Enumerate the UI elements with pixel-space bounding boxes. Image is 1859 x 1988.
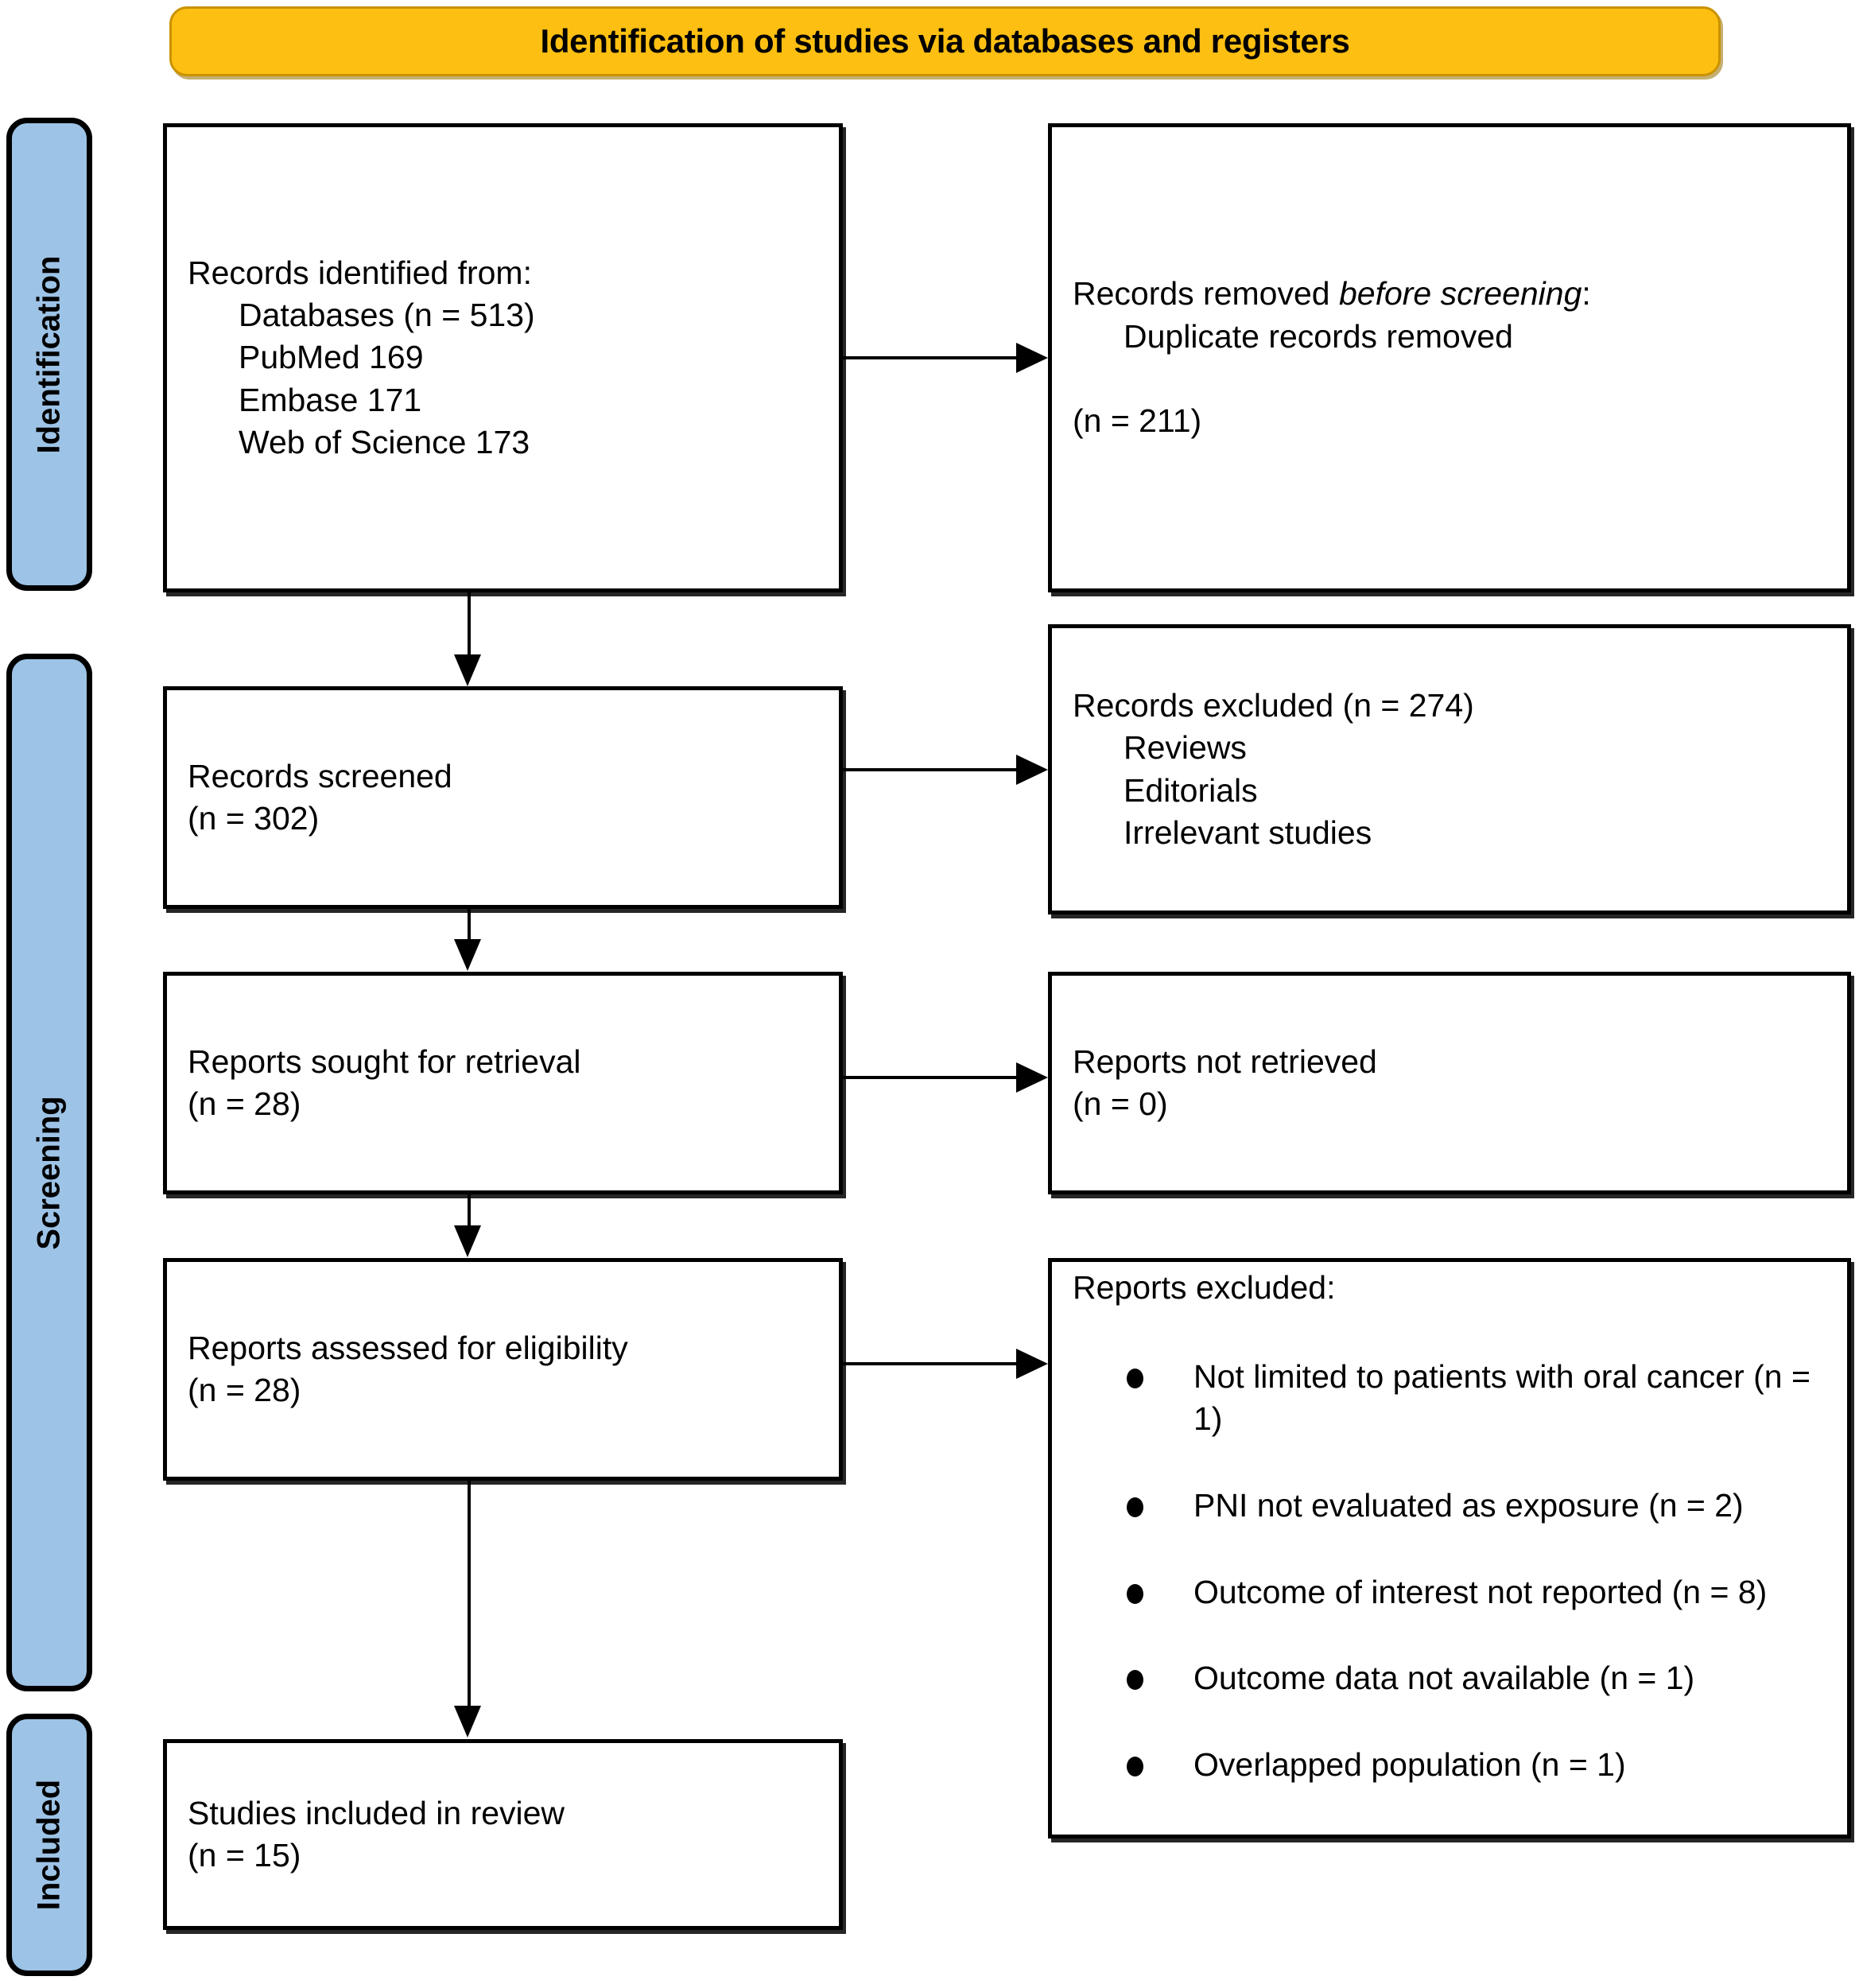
reason-text: Not limited to patients with oral cancer… <box>1193 1358 1810 1438</box>
arrowhead-down-icon <box>454 654 481 686</box>
records-excluded-heading: Records excluded (n = 274) <box>1073 686 1474 724</box>
bullet-dot-icon <box>1127 1756 1143 1776</box>
bullet-dot-icon <box>1127 1369 1143 1389</box>
list-item: PNI not evaluated as exposure (n = 2) <box>1120 1485 1826 1527</box>
reports-not-retrieved-count: (n = 0) <box>1073 1085 1168 1122</box>
diagram-title-banner: Identification of studies via databases … <box>169 6 1721 76</box>
records-screened-heading: Records screened <box>188 757 452 794</box>
connector-identified-to-screened <box>468 592 471 656</box>
phase-label-included: Included <box>31 1779 67 1911</box>
records-removed-detail: Duplicate records removed <box>1124 317 1513 355</box>
phase-label-screening: Screening <box>31 1095 67 1250</box>
box-records-removed-content: Records removed before screening: Duplic… <box>1052 231 1612 485</box>
records-identified-sources: Databases (n = 513) PubMed 169 Embase 17… <box>239 297 535 460</box>
studies-included-count: (n = 15) <box>188 1837 301 1873</box>
reason-text: PNI not evaluated as exposure (n = 2) <box>1193 1487 1744 1524</box>
arrowhead-down-icon <box>454 1706 481 1738</box>
box-reports-excluded-content: Reports excluded: Not limited to patient… <box>1052 1224 1847 1872</box>
box-records-excluded: Records excluded (n = 274) Reviews Edito… <box>1048 624 1851 914</box>
box-reports-not-retrieved-content: Reports not retrieved (n = 0) <box>1052 998 1398 1167</box>
box-reports-sought: Reports sought for retrieval (n = 28) <box>163 972 843 1194</box>
reports-assessed-heading: Reports assessed for eligibility <box>188 1329 628 1366</box>
studies-included-heading: Studies included in review <box>188 1794 565 1831</box>
bullet-dot-icon <box>1127 1497 1143 1518</box>
reports-sought-count: (n = 28) <box>188 1085 301 1122</box>
reports-not-retrieved-heading: Reports not retrieved <box>1073 1043 1377 1080</box>
bullet-dot-icon <box>1127 1670 1143 1691</box>
box-records-identified-content: Records identified from: Databases (n = … <box>167 209 556 506</box>
reason-text: Outcome of interest not reported (n = 8) <box>1193 1573 1768 1610</box>
connector-sought-to-not-retrieved <box>843 1076 1024 1079</box>
connector-screened-to-excluded <box>843 768 1024 771</box>
reports-excluded-heading: Reports excluded: <box>1073 1268 1336 1306</box>
reason-text: Overlapped population (n = 1) <box>1193 1745 1626 1783</box>
records-removed-emphasis: before screening <box>1338 275 1582 313</box>
box-reports-assessed: Reports assessed for eligibility (n = 28… <box>163 1258 843 1481</box>
list-item: Overlapped population (n = 1) <box>1120 1744 1826 1786</box>
list-item: Outcome data not available (n = 1) <box>1120 1657 1826 1699</box>
box-studies-included: Studies included in review (n = 15) <box>163 1739 843 1930</box>
box-reports-excluded: Reports excluded: Not limited to patient… <box>1048 1258 1851 1839</box>
box-reports-assessed-content: Reports assessed for eligibility (n = 28… <box>167 1284 649 1454</box>
records-excluded-reasons: Reviews Editorials Irrelevant studies <box>1124 729 1372 851</box>
phase-label-identification: Identification <box>31 255 67 453</box>
reports-assessed-count: (n = 28) <box>188 1372 301 1408</box>
connector-assessed-to-included <box>468 1481 471 1706</box>
box-reports-sought-content: Reports sought for retrieval (n = 28) <box>167 998 602 1167</box>
bullet-dot-icon <box>1127 1583 1143 1604</box>
arrowhead-right-icon <box>1016 1349 1048 1379</box>
connector-screened-to-sought <box>468 909 471 941</box>
reports-sought-heading: Reports sought for retrieval <box>188 1043 581 1080</box>
arrowhead-down-icon <box>454 1225 481 1257</box>
phase-rail-identification: Identification <box>6 118 92 591</box>
arrowhead-down-icon <box>454 939 481 971</box>
records-identified-heading: Records identified from: <box>188 254 532 291</box>
reports-excluded-reason-list: Not limited to patients with oral cancer… <box>1073 1314 1826 1831</box>
box-records-removed: Records removed before screening: Duplic… <box>1048 123 1851 592</box>
connector-identified-to-removed <box>843 356 1024 359</box>
records-removed-suffix: : <box>1582 275 1591 313</box>
box-records-excluded-content: Records excluded (n = 274) Reviews Edito… <box>1052 643 1495 897</box>
box-records-identified: Records identified from: Databases (n = … <box>163 123 843 592</box>
records-screened-count: (n = 302) <box>188 800 320 837</box>
box-records-screened-content: Records screened (n = 302) <box>167 712 473 882</box>
list-item: Not limited to patients with oral cancer… <box>1120 1356 1826 1441</box>
box-reports-not-retrieved: Reports not retrieved (n = 0) <box>1048 972 1851 1194</box>
records-removed-count: (n = 211) <box>1073 402 1202 440</box>
box-studies-included-content: Studies included in review (n = 15) <box>167 1749 585 1919</box>
arrowhead-right-icon <box>1016 1062 1048 1093</box>
box-records-screened: Records screened (n = 302) <box>163 686 843 909</box>
connector-sought-to-assessed <box>468 1194 471 1226</box>
records-removed-prefix: Records removed <box>1073 275 1339 313</box>
phase-rail-screening: Screening <box>6 654 92 1691</box>
arrowhead-right-icon <box>1016 343 1048 373</box>
list-item: Outcome of interest not reported (n = 8) <box>1120 1571 1826 1613</box>
arrowhead-right-icon <box>1016 755 1048 785</box>
connector-assessed-to-excluded <box>843 1362 1024 1365</box>
page-title: Identification of studies via databases … <box>540 22 1350 60</box>
phase-rail-included: Included <box>6 1714 92 1976</box>
reason-text: Outcome data not available (n = 1) <box>1193 1660 1695 1697</box>
